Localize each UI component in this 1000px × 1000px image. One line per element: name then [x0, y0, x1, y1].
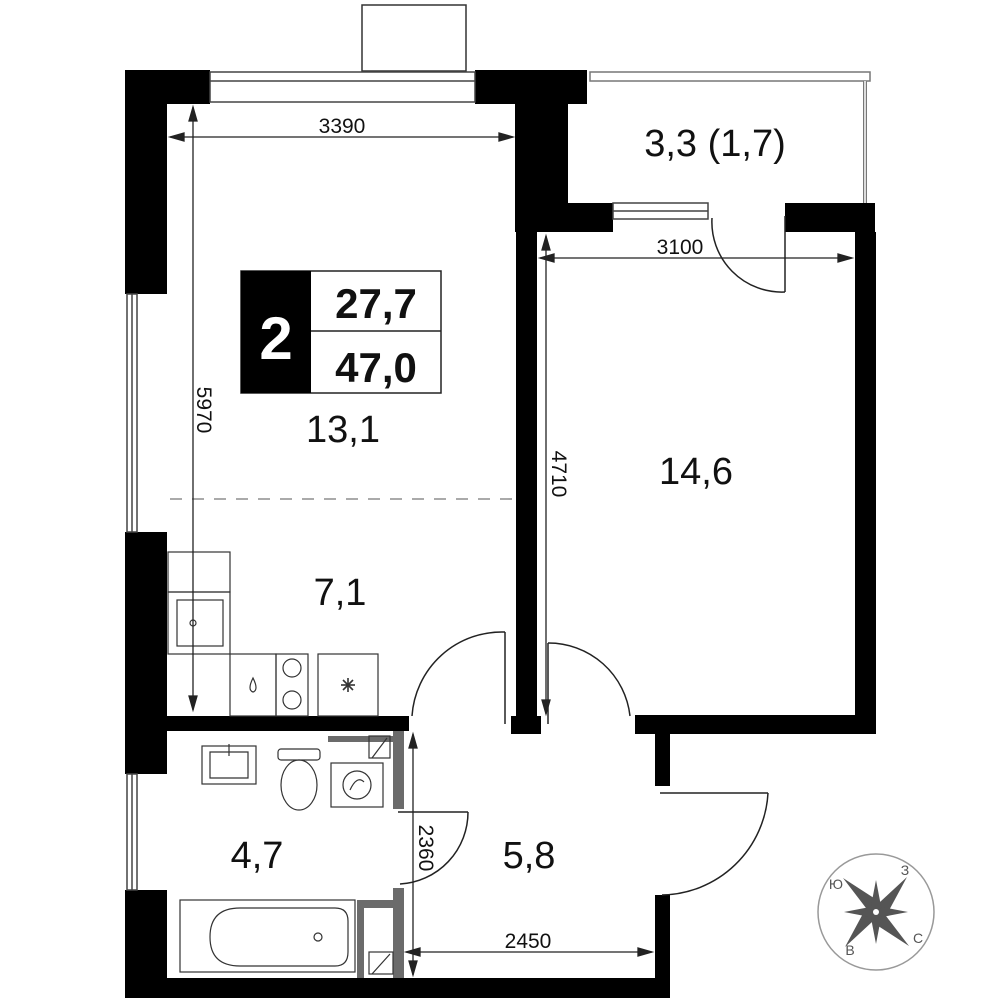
compass-north: С	[913, 930, 923, 946]
dimension-lines	[167, 104, 855, 978]
doors	[398, 216, 786, 896]
partitions	[328, 731, 404, 978]
compass-west: З	[901, 862, 909, 878]
room-bathroom-area: 4,7	[231, 835, 284, 877]
dim-bedroom-depth: 4710	[547, 451, 570, 498]
kitchen-fixtures	[167, 551, 379, 717]
walls	[125, 70, 876, 998]
room-hall-area: 5,8	[503, 835, 556, 877]
ventilation-shaft	[361, 4, 467, 72]
toilet	[280, 759, 318, 811]
fridge	[317, 653, 379, 717]
dim-hall-width: 2450	[505, 930, 552, 953]
balcony-outline	[589, 71, 871, 205]
room-living-area: 13,1	[306, 409, 380, 451]
bathroom-fixtures	[179, 735, 394, 975]
room-kitchen-area: 7,1	[314, 572, 367, 614]
compass-east: В	[845, 942, 854, 958]
compass: Ю З В С	[817, 853, 935, 971]
badge-living-area: 27,7	[335, 280, 417, 327]
dim-living-width: 3390	[319, 115, 366, 138]
compass-south: Ю	[829, 876, 843, 892]
badge-total-area: 47,0	[335, 344, 417, 391]
dim-hall-depth: 2360	[414, 825, 437, 872]
bathtub	[179, 899, 356, 973]
windows	[126, 71, 709, 891]
dim-bedroom-width: 3100	[657, 236, 704, 259]
compass-rose-icon	[843, 877, 909, 947]
dim-living-depth: 5970	[192, 387, 215, 434]
kitchen-sink	[167, 591, 231, 655]
badge-room-count: 2	[259, 305, 292, 372]
room-balcony-area: 3,3 (1,7)	[644, 123, 786, 165]
stove	[275, 653, 309, 717]
room-bedroom-area: 14,6	[659, 451, 733, 493]
washing-machine	[330, 762, 384, 808]
area-badge: 2 27,7 47,0	[240, 270, 442, 394]
